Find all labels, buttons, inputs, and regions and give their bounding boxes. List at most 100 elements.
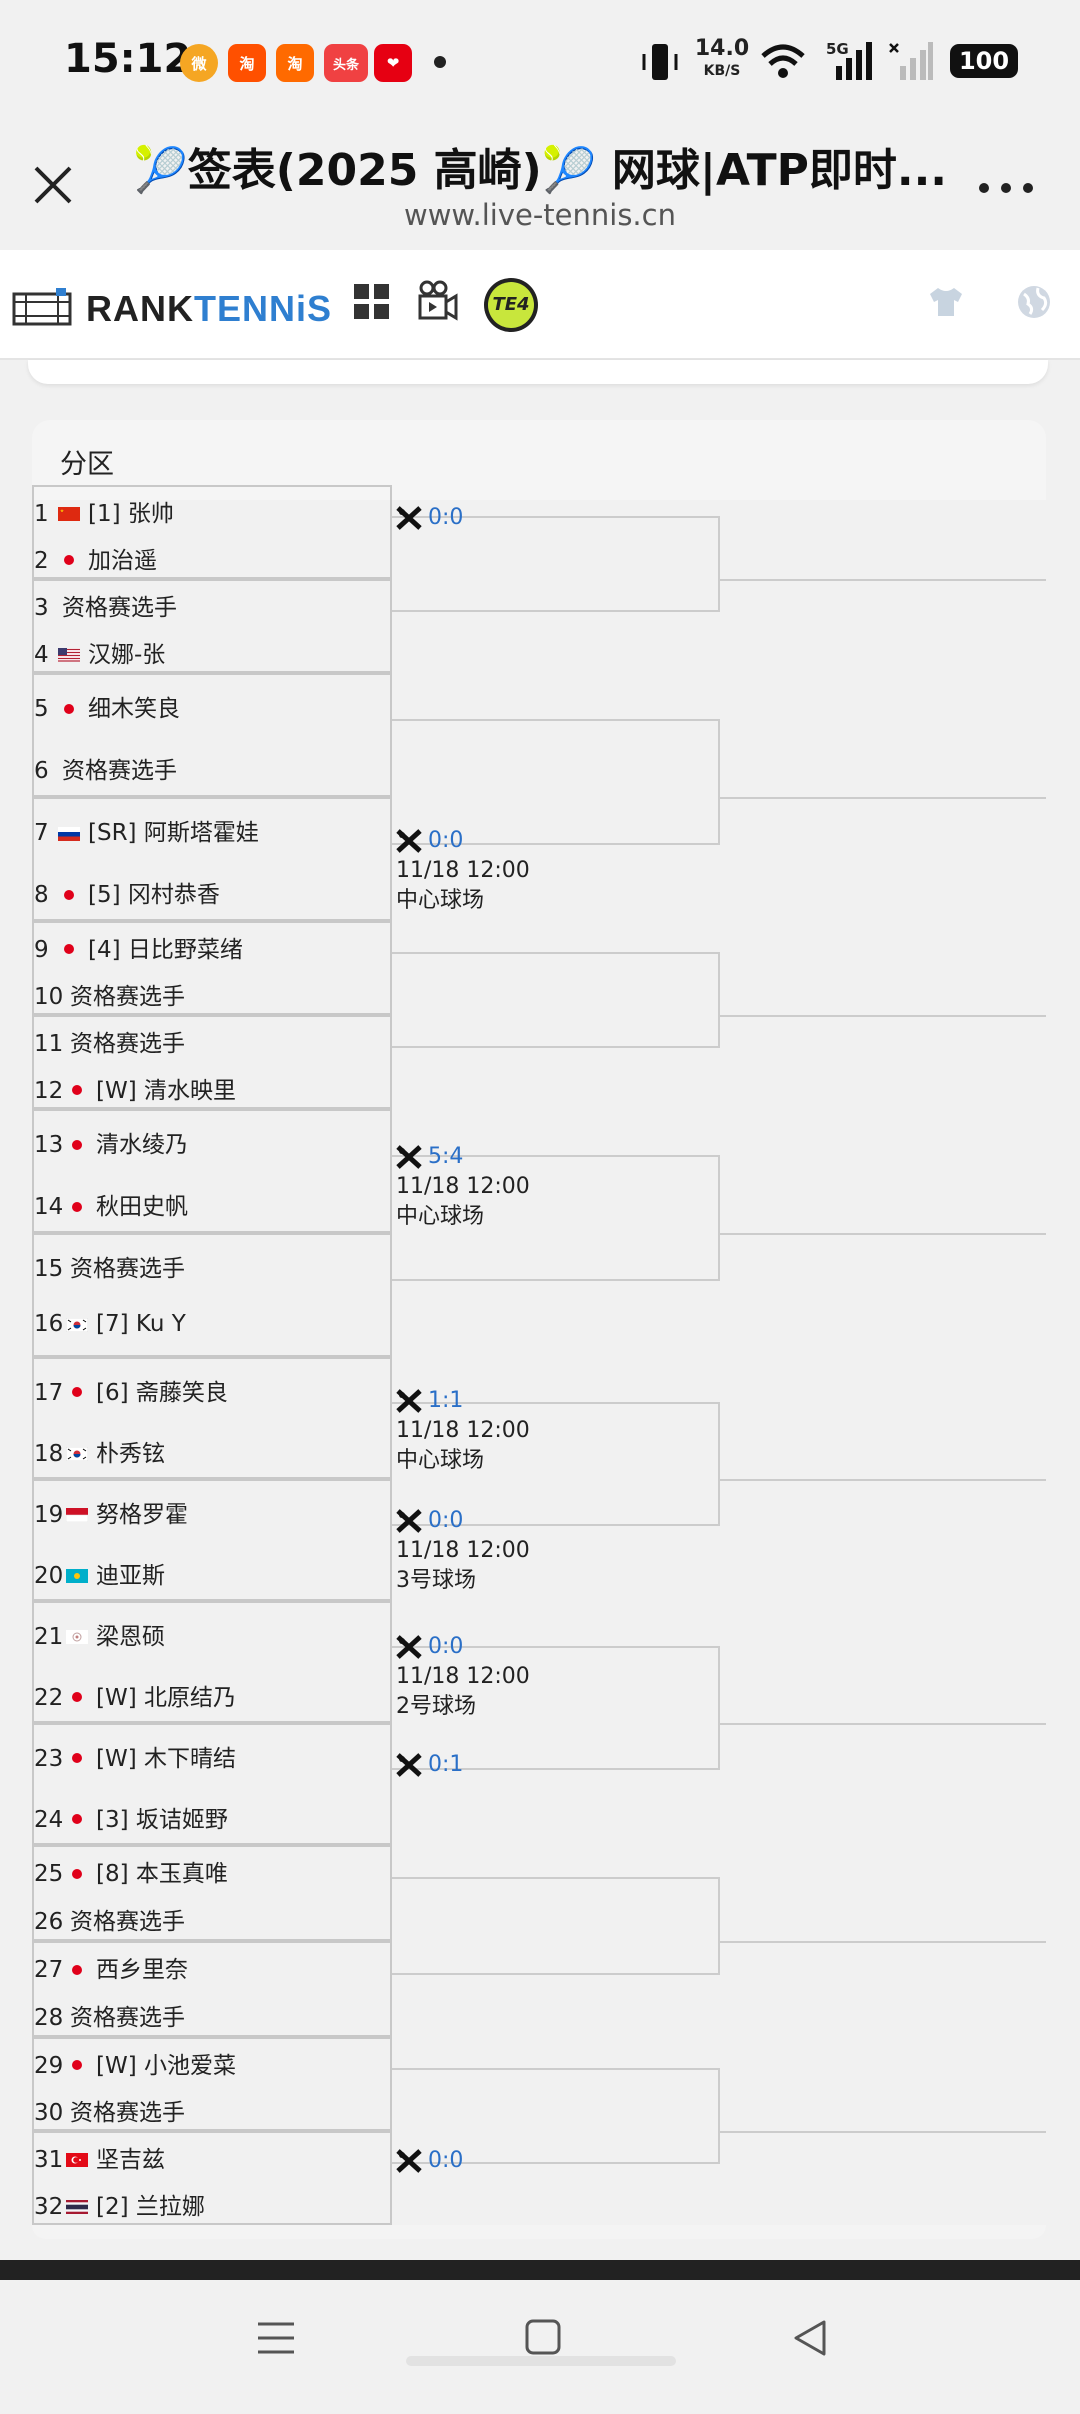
- player-name: 资格赛选手: [70, 983, 185, 1010]
- player-entry[interactable]: 17[6] 斋藤笑良: [34, 1373, 394, 1407]
- match-stats-icon[interactable]: [396, 1635, 422, 1659]
- player-entry[interactable]: 1[1] 张帅: [34, 494, 394, 528]
- match-score[interactable]: 5:4: [396, 1144, 463, 1169]
- player-entry[interactable]: 8[5] 冈村恭香: [34, 875, 394, 909]
- player-entry[interactable]: 32[2] 兰拉娜: [34, 2187, 394, 2221]
- match-score[interactable]: 0:0: [396, 2148, 463, 2173]
- id-flag-icon: [66, 1508, 88, 1522]
- player-name: 加治遥: [88, 547, 157, 574]
- match-stats-icon[interactable]: [396, 1509, 422, 1533]
- seed-number: 4: [34, 641, 49, 668]
- match-score[interactable]: 0:0: [396, 505, 463, 530]
- player-pair-box: [32, 1109, 392, 1233]
- player-entry[interactable]: 23[W] 木下晴结: [34, 1739, 394, 1773]
- match-score[interactable]: 0:1: [396, 1752, 463, 1777]
- seed-number: 16: [34, 1311, 64, 1337]
- match-stats-icon[interactable]: [396, 829, 422, 853]
- player-entry[interactable]: 9[4] 日比野菜绪: [34, 930, 394, 964]
- player-entry[interactable]: 20 迪亚斯: [34, 1556, 394, 1590]
- tr-flag-icon: [66, 2153, 88, 2167]
- player-entry[interactable]: 25[8] 本玉真唯: [34, 1854, 394, 1888]
- match-stats-icon[interactable]: [396, 1145, 422, 1169]
- round2-box: [392, 719, 720, 845]
- player-name: 资格赛选手: [70, 2005, 185, 2031]
- player-entry[interactable]: 2 加治遥: [34, 541, 394, 575]
- more-notifications-dot: [434, 56, 446, 68]
- seed-number: 13: [34, 1132, 64, 1158]
- match-stats-icon[interactable]: [396, 2149, 422, 2173]
- jp-flag-icon: [64, 889, 74, 900]
- more-menu-icon[interactable]: [978, 182, 1034, 194]
- globe-icon[interactable]: [1016, 284, 1052, 320]
- player-name: 资格赛选手: [62, 594, 177, 621]
- player-entry[interactable]: 12[W] 清水映里: [34, 1071, 394, 1105]
- seed-number: 20: [34, 1562, 64, 1589]
- player-entry[interactable]: 7[SR] 阿斯塔霍娃: [34, 813, 394, 847]
- seed-number: 29: [34, 2052, 64, 2079]
- back-icon[interactable]: [790, 2318, 830, 2358]
- seed-number: 19: [34, 1501, 64, 1528]
- jp-flag-icon: [64, 555, 74, 565]
- round2-box: [392, 952, 720, 1048]
- player-name: [1] 张帅: [88, 500, 174, 527]
- site-logo[interactable]: RANKTENNiS: [86, 288, 332, 330]
- te4-badge[interactable]: TE4: [484, 278, 538, 332]
- draw-content: 分区: [0, 360, 1080, 2260]
- player-name: 资格赛选手: [70, 1030, 185, 1057]
- ranktennis-logo-icon[interactable]: [12, 288, 72, 328]
- match-score[interactable]: 0:0: [396, 1508, 463, 1533]
- home-icon[interactable]: [524, 2318, 562, 2356]
- match-score-text: 0:0: [428, 828, 464, 853]
- match-stats-icon[interactable]: [396, 1389, 422, 1413]
- logo-tennis: TENNiS: [194, 288, 333, 329]
- seed-number: 22: [34, 1684, 64, 1711]
- player-entry[interactable]: 19 努格罗霍: [34, 1495, 394, 1529]
- player-entry[interactable]: 29[W] 小池爱菜: [34, 2046, 394, 2080]
- player-name: [W] 清水映里: [96, 1077, 236, 1104]
- seed-number: 23: [34, 1745, 64, 1772]
- match-score[interactable]: 0:0: [396, 828, 463, 853]
- seed-number: 18: [34, 1440, 64, 1467]
- player-entry[interactable]: 24[3] 坂诘姬野: [34, 1800, 394, 1834]
- seed-number: 30: [34, 2099, 64, 2126]
- menu-icon[interactable]: [256, 2320, 296, 2356]
- player-pair-box: [32, 797, 392, 921]
- player-name: 努格罗霍: [96, 1501, 188, 1528]
- seed-number: 28: [34, 2005, 64, 2031]
- player-name: 迪亚斯: [96, 1562, 165, 1589]
- player-name: 资格赛选手: [70, 1909, 185, 1935]
- gesture-bar: [406, 2356, 676, 2366]
- match-score[interactable]: 0:0: [396, 1634, 463, 1659]
- bracket-connector: [720, 797, 1046, 799]
- seed-number: 2: [34, 547, 49, 574]
- player-entry[interactable]: 16[7] Ku Y: [34, 1311, 394, 1337]
- player-name: 细木笑良: [88, 696, 180, 722]
- player-name: [8] 本玉真唯: [96, 1861, 228, 1887]
- match-score[interactable]: 1:1: [396, 1388, 463, 1413]
- close-icon[interactable]: [28, 160, 78, 210]
- grid-icon[interactable]: [354, 284, 390, 320]
- player-name: [5] 冈村恭香: [88, 882, 220, 908]
- match-stats-icon[interactable]: [396, 506, 422, 530]
- video-icon[interactable]: [418, 280, 458, 322]
- player-entry[interactable]: 22[W] 北原结乃: [34, 1678, 394, 1712]
- shirt-icon[interactable]: [928, 286, 964, 318]
- match-stats-icon[interactable]: [396, 1753, 422, 1777]
